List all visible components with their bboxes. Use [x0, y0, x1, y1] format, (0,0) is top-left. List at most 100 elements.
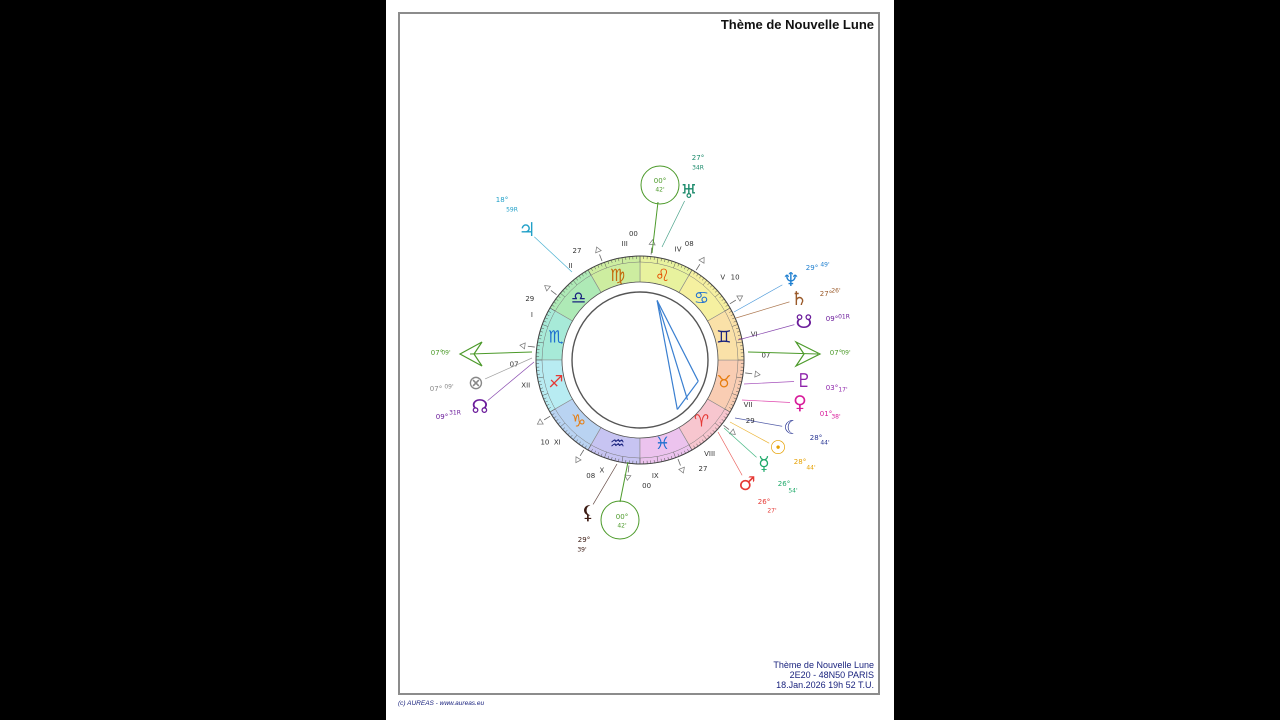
degree-tick	[732, 324, 738, 327]
info-line-datetime: 18.Jan.2026 19h 52 T.U.	[776, 680, 874, 690]
asc-minute: 09'	[441, 350, 451, 357]
house-cusp-XII	[543, 415, 551, 421]
cancer-glyph-icon: ♋	[694, 288, 709, 308]
degree-tick	[560, 422, 566, 428]
jupiter-pointer-line	[526, 229, 573, 273]
house-cusp-marker-VII	[754, 370, 761, 378]
degree-tick	[543, 397, 547, 400]
degree-tick	[618, 258, 620, 262]
degree-tick	[721, 419, 725, 422]
south-node-pointer-line	[737, 321, 805, 341]
degree-tick	[667, 259, 669, 263]
lilith-minute: 39'	[577, 547, 587, 554]
outer-ring	[535, 255, 745, 465]
asc-degree: 07°	[431, 349, 443, 357]
degree-tick	[607, 455, 610, 459]
aspect-lines	[656, 300, 699, 410]
degree-tick	[673, 452, 676, 458]
mercury-icon: ☿	[758, 453, 770, 475]
degree-tick	[723, 416, 727, 419]
north-node-glyph-backdrop	[470, 397, 490, 417]
venus-glyph-backdrop	[790, 393, 810, 413]
neptune-pointer-line	[733, 279, 792, 313]
dsc-degree: 07°	[830, 349, 842, 357]
degree-tick	[701, 439, 705, 443]
mercury-minute: 54'	[788, 488, 798, 495]
degree-tick	[546, 314, 550, 316]
degree-tick	[673, 262, 676, 268]
degree-tick-ring	[536, 256, 744, 464]
degree-tick	[664, 259, 666, 263]
page-frame	[398, 12, 880, 695]
degree-tick	[735, 390, 739, 393]
house-cusp-marker-VIII	[728, 428, 736, 435]
house-cusp-marker-X	[624, 474, 632, 482]
degree-tick	[538, 338, 542, 340]
house-cusp-degree-X: 00	[642, 482, 651, 490]
part-of-fortune-glyph-backdrop	[466, 373, 486, 393]
saturn-glyph-backdrop	[789, 289, 809, 309]
degree-tick	[572, 280, 578, 286]
neptune-glyph-backdrop	[781, 270, 801, 290]
degree-tick	[732, 393, 738, 396]
degree-tick	[684, 450, 686, 454]
degree-tick	[688, 269, 693, 276]
house-cusp-degree-III: 27	[573, 247, 582, 255]
house-cusp-degree-VI: 10	[731, 273, 740, 281]
degree-tick	[553, 301, 557, 304]
degree-tick	[584, 445, 587, 449]
moon-glyph-backdrop	[782, 418, 802, 438]
house-cusp-XI	[579, 449, 585, 457]
degree-tick	[736, 376, 743, 379]
degree-tick	[725, 413, 729, 416]
copyright: (c) AUREAS - www.aureas.eu	[398, 700, 485, 707]
sun-degree: 28°	[794, 458, 806, 466]
gemini-glyph-icon: ♊	[716, 327, 731, 347]
pluto-minute: 17'	[838, 387, 848, 394]
house-cusp-degree-II: 29	[525, 295, 534, 303]
house-cusp-X	[627, 465, 630, 473]
degree-tick	[572, 434, 578, 440]
degree-tick	[543, 320, 547, 323]
aspect-line	[676, 380, 699, 410]
degree-tick	[732, 317, 736, 320]
degree-tick	[544, 317, 548, 320]
degree-tick	[719, 421, 723, 425]
house-cusp-II	[550, 290, 557, 296]
degree-tick	[729, 407, 732, 410]
aries-glyph-icon: ♈	[694, 412, 709, 432]
degree-tick	[549, 408, 556, 413]
ascendant-axis	[469, 351, 533, 355]
degree-tick	[557, 421, 561, 425]
degree-tick	[562, 290, 566, 293]
aspect-line	[656, 300, 699, 382]
degree-tick	[738, 338, 742, 340]
north-node-minute: 31R	[449, 410, 461, 417]
pluto-pointer-line	[743, 380, 805, 385]
house-cusp-degree-V: 08	[685, 240, 694, 248]
degree-tick	[714, 427, 718, 430]
degree-tick	[714, 290, 718, 293]
south-node-minute: 01R	[838, 314, 850, 321]
degree-tick	[725, 304, 729, 307]
sun-glyph-backdrop	[768, 438, 788, 458]
saturn-pointer-line	[735, 298, 800, 319]
lilith-degree: 29°	[578, 536, 590, 544]
degree-tick	[688, 444, 693, 451]
house-cusp-I	[527, 345, 535, 348]
degree-tick	[604, 262, 607, 268]
mars-degree: 26°	[758, 498, 770, 506]
degree-tick	[618, 458, 620, 462]
south-node-degree: 09°	[826, 315, 838, 323]
house-numeral-I: I	[531, 311, 533, 319]
house-cusp-V	[695, 263, 701, 271]
degree-tick	[562, 427, 566, 430]
lilith-icon: ⚸	[581, 502, 595, 524]
degree-tick	[614, 457, 616, 461]
tick-ring	[541, 261, 739, 459]
degree-tick	[548, 310, 551, 313]
moon-icon: ☾	[783, 417, 800, 439]
degree-tick	[581, 273, 584, 277]
